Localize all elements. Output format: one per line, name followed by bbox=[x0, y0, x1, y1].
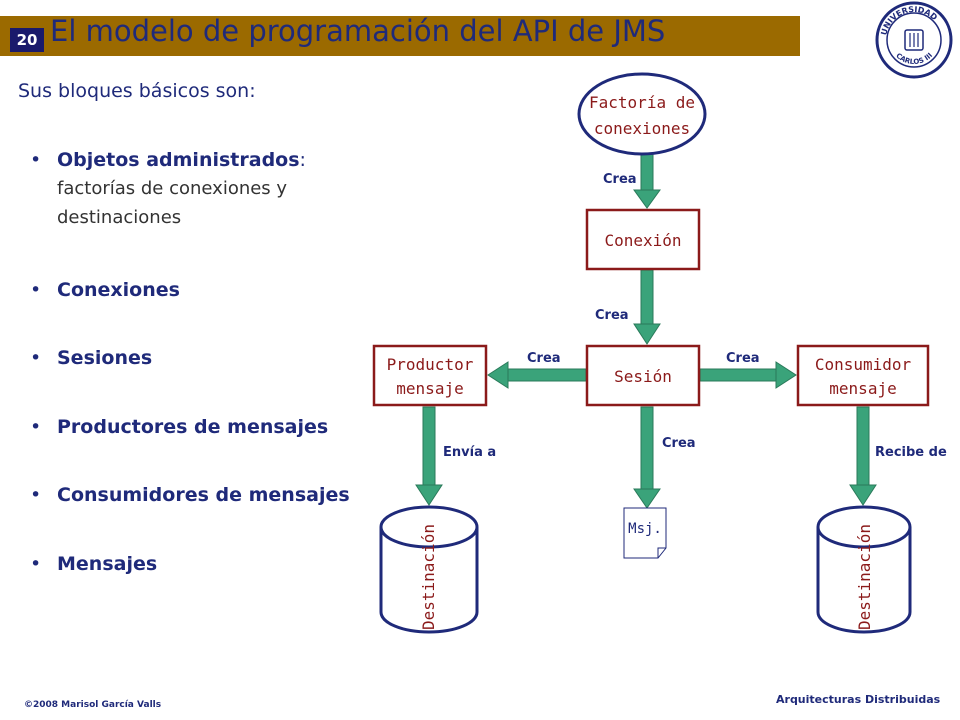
node-conexion: Conexión bbox=[585, 208, 701, 271]
node-destino-right: Destinación bbox=[816, 505, 912, 634]
bullet-strong: Sesiones bbox=[57, 347, 153, 369]
bullet-symbol: • bbox=[30, 553, 42, 575]
node-productor: Productor mensaje bbox=[372, 344, 488, 407]
bullet-strong: Mensajes bbox=[57, 553, 158, 575]
node-consumidor: Consumidor mensaje bbox=[796, 344, 930, 407]
edge-label-crea: Crea bbox=[726, 351, 760, 366]
node-sesion: Sesión bbox=[585, 344, 701, 407]
productor-label-2: mensaje bbox=[396, 379, 463, 398]
intro-text: Sus bloques básicos son: bbox=[18, 80, 256, 102]
edge-label-recibe: Recibe de bbox=[875, 445, 947, 460]
productor-label-1: Productor bbox=[387, 355, 474, 374]
destino-right-label: Destinación bbox=[855, 524, 874, 630]
edge-label-crea: Crea bbox=[603, 172, 637, 187]
conexion-label: Conexión bbox=[604, 231, 681, 250]
bullet-symbol: • bbox=[30, 416, 42, 438]
arrow-sesion-productor bbox=[487, 361, 587, 389]
edge-label-crea: Crea bbox=[527, 351, 561, 366]
bullet-rest-prefix: : bbox=[299, 149, 306, 171]
arrow-sesion-mensaje bbox=[633, 406, 661, 509]
slide-title: El modelo de programación del API de JMS bbox=[50, 14, 666, 48]
arrow-conexion-sesion bbox=[633, 269, 661, 345]
bullet-strong: Productores de mensajes bbox=[57, 416, 329, 438]
bullet-symbol: • bbox=[30, 484, 42, 506]
page-number: 20 bbox=[10, 28, 44, 52]
node-factoria-conexiones: Factoría de conexiones bbox=[577, 72, 707, 156]
bullet-symbol: • bbox=[30, 149, 42, 171]
arrow-productor-destino bbox=[415, 406, 443, 506]
node-destino-left: Destinación bbox=[379, 505, 479, 634]
university-seal-icon: UNIVERSIDAD CARLOS III bbox=[875, 1, 953, 79]
bullet-symbol: • bbox=[30, 279, 42, 301]
edge-label-crea: Crea bbox=[595, 308, 629, 323]
factoria-label-1: Factoría de bbox=[589, 93, 695, 112]
bullet-symbol: • bbox=[30, 347, 42, 369]
consumidor-label-1: Consumidor bbox=[815, 355, 912, 374]
bullet-strong: Objetos administrados bbox=[57, 149, 300, 171]
sesion-label: Sesión bbox=[614, 367, 672, 386]
arrow-consumidor-destino bbox=[849, 406, 877, 506]
bullet-rest: factorías de conexiones y destinaciones bbox=[57, 178, 288, 228]
factoria-label-2: conexiones bbox=[594, 119, 690, 138]
destino-left-label: Destinación bbox=[419, 524, 438, 630]
mensaje-label: Msj. bbox=[628, 521, 662, 537]
edge-label-envia: Envía a bbox=[443, 445, 496, 460]
title-bar bbox=[0, 16, 800, 56]
bullet-strong: Consumidores de mensajes bbox=[57, 484, 350, 506]
footer-course: Arquitecturas Distribuidas bbox=[776, 693, 941, 706]
consumidor-label-2: mensaje bbox=[829, 379, 896, 398]
arrow-factoria-conexion bbox=[633, 149, 661, 209]
node-mensaje: Msj. bbox=[623, 507, 667, 559]
edge-label-crea: Crea bbox=[662, 436, 696, 451]
footer-copyright: ©2008 Marisol García Valls bbox=[24, 700, 162, 710]
bullet-strong: Conexiones bbox=[57, 279, 180, 301]
